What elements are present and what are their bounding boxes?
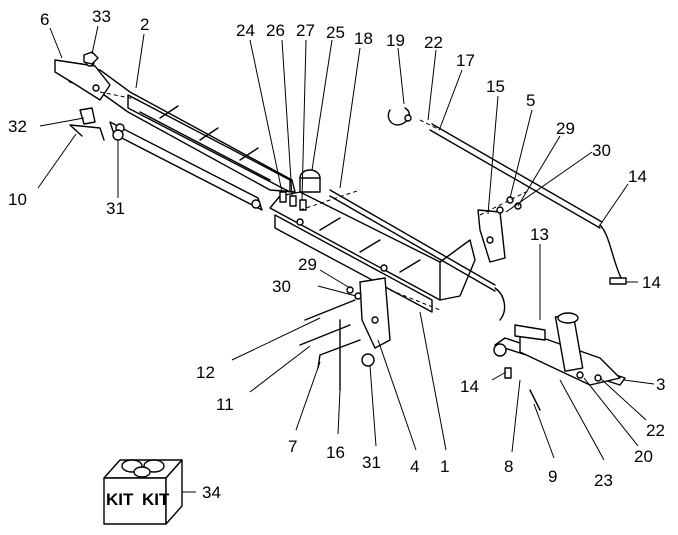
- washer-31-left: [112, 129, 124, 141]
- callout-33: 33: [92, 7, 111, 26]
- callout-1: 1: [440, 457, 449, 476]
- callout-27: 26: [266, 21, 285, 40]
- bolt-14-lower: [504, 367, 512, 379]
- callout-23: 22: [646, 421, 665, 440]
- washer-31-lower: [361, 353, 375, 367]
- callout-15: 14: [628, 167, 647, 186]
- upper-frame-bar: [59, 61, 296, 193]
- callout-5: 5: [526, 91, 535, 110]
- callout-34: 34: [202, 483, 221, 502]
- callout-30-upper: 30: [592, 141, 611, 160]
- pins-11-12-17: [299, 299, 356, 391]
- callout-26: 25: [326, 23, 345, 42]
- callout-29-upper: 29: [556, 119, 575, 138]
- callout-12: 12: [196, 363, 215, 382]
- callout-20: 19: [386, 31, 405, 50]
- hitch-plate: [54, 57, 111, 101]
- callout-10: 10: [8, 190, 27, 209]
- callout-28: 27: [296, 21, 315, 40]
- callout-17: 16: [326, 443, 345, 462]
- leader-lines: [37, 25, 655, 461]
- callout-7: 7: [288, 437, 297, 456]
- callout-6: 6: [40, 10, 49, 29]
- callout-3: 3: [656, 375, 665, 394]
- callout-14-lower: 14: [460, 377, 479, 396]
- callout-24: 23: [594, 471, 613, 490]
- kit-label-right: KIT: [142, 490, 170, 509]
- pin-7: [317, 339, 361, 369]
- callout-16: 15: [486, 77, 505, 96]
- bolt-14-right: [609, 277, 627, 285]
- bolt-32: [79, 107, 96, 125]
- rod-19: [329, 189, 506, 321]
- callout-30-lower: 30: [272, 277, 291, 296]
- callout-21: 20: [634, 447, 653, 466]
- callout-31-left: 31: [106, 199, 125, 218]
- callout-labels: 6 33 2 32 10 31 24 26 27 25 18 19 22 17 …: [8, 7, 665, 502]
- callout-2: 2: [140, 15, 149, 34]
- kit-box-icon: KIT KIT: [103, 459, 183, 525]
- callout-13: 13: [530, 225, 549, 244]
- callout-19: 18: [354, 29, 373, 48]
- nut-33: [83, 51, 99, 65]
- callout-18: 17: [456, 51, 475, 70]
- callout-14-right: 14: [642, 273, 661, 292]
- callout-25: 24: [236, 21, 255, 40]
- cable-20: [387, 107, 412, 126]
- callout-29-lower: 29: [298, 255, 317, 274]
- callout-22: 22: [424, 33, 443, 52]
- bracket-26: [299, 169, 321, 193]
- hitch-assembly: [493, 312, 626, 411]
- hardware-25-28: [279, 191, 307, 211]
- callout-8: 8: [504, 457, 513, 476]
- callout-11: 11: [216, 395, 234, 414]
- kit-label-left: KIT: [106, 490, 134, 509]
- pin-10: [69, 124, 105, 141]
- callout-31-lower: 31: [362, 453, 381, 472]
- callout-32: 32: [8, 117, 27, 136]
- callout-9: 9: [548, 467, 557, 486]
- callout-4: 4: [410, 457, 419, 476]
- bracket-16: [477, 209, 506, 263]
- bracket-4: [359, 277, 391, 349]
- hardware-29-30-lower: [346, 286, 362, 300]
